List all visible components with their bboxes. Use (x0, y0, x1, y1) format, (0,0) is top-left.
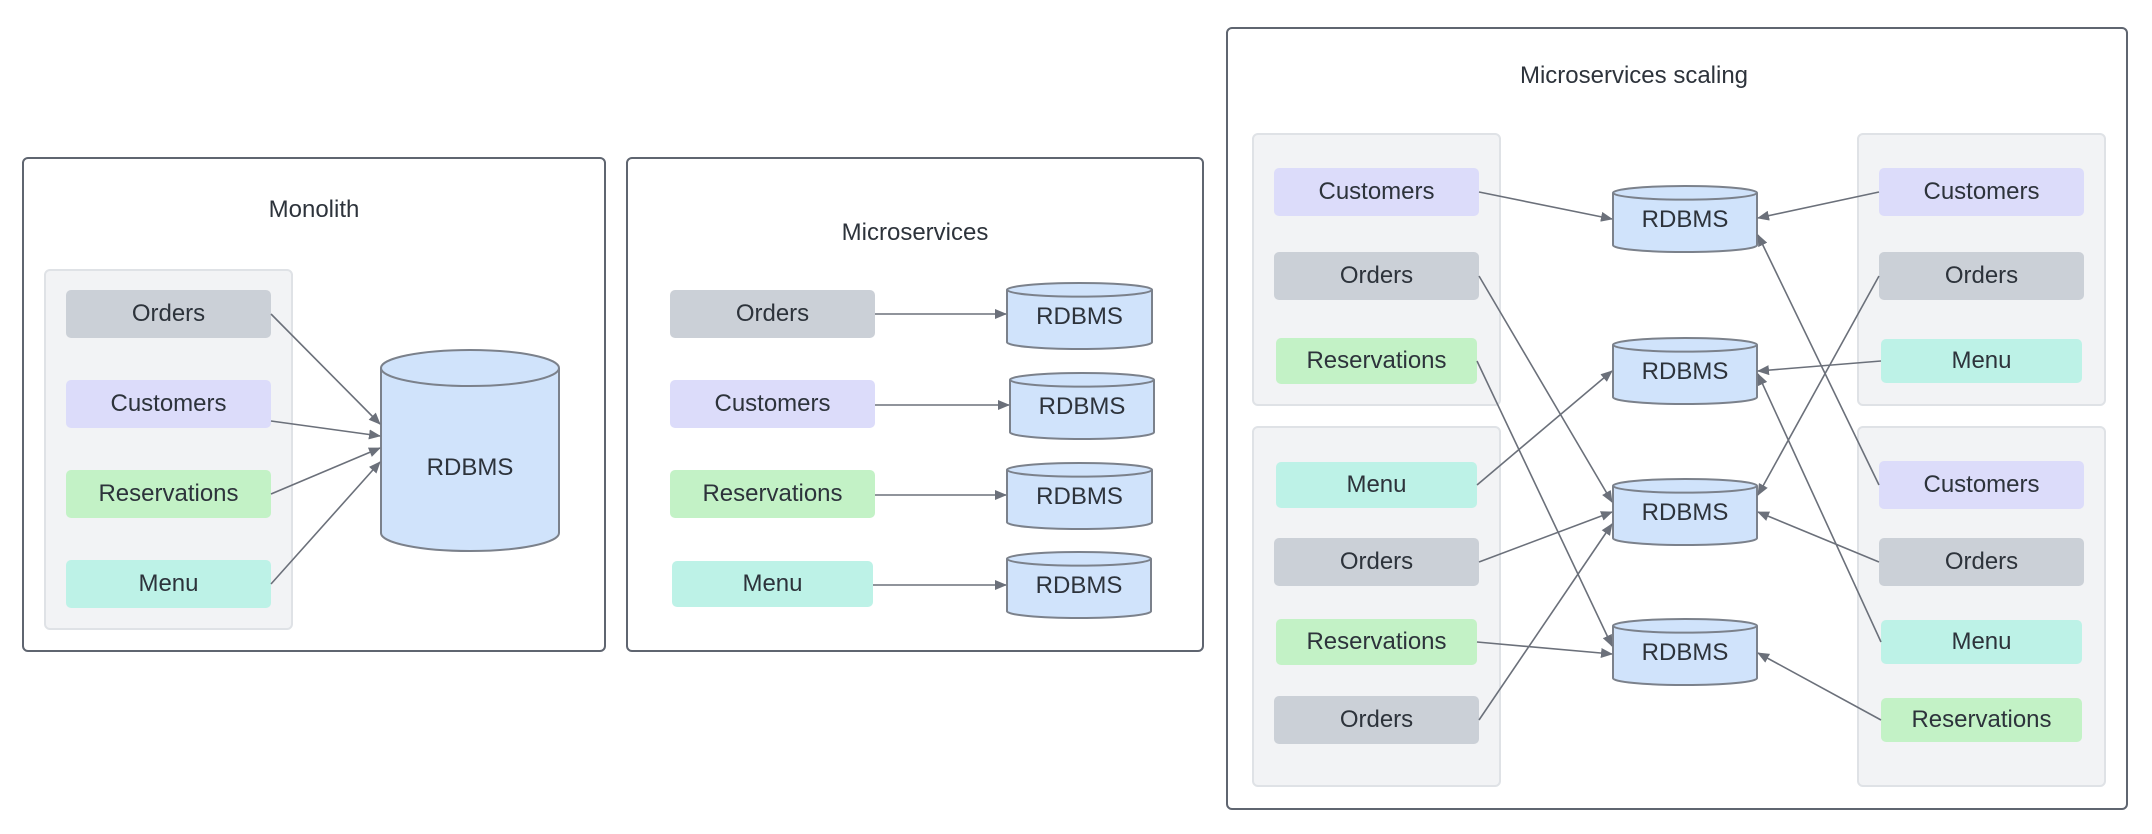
scaling-left-reservations-service-2: Reservations (1276, 619, 1477, 665)
scaling-right-menu-service: Menu (1881, 339, 2082, 383)
scaling-database-label: RDBMS (1641, 639, 1729, 666)
microservices-reservations-service: Reservations (670, 470, 875, 518)
microservices-customers-service: Customers (670, 380, 875, 428)
microservices-database-label: RDBMS (1035, 572, 1123, 599)
database-cylinder-shape (1009, 372, 1155, 440)
microservices-menu-service: Menu (672, 561, 873, 607)
scaling-right-orders-service: Orders (1879, 252, 2084, 300)
microservices-title: Microservices (841, 219, 989, 246)
monolith-database-label: RDBMS (426, 454, 514, 481)
scaling-database-label: RDBMS (1641, 358, 1729, 385)
scaling-database-4: RDBMS (1612, 618, 1758, 686)
microservices-orders-database: RDBMS (1006, 282, 1153, 350)
microservices-menu-database: RDBMS (1006, 551, 1152, 619)
monolith-reservations-service: Reservations (66, 470, 271, 518)
scaling-left-orders-service-2: Orders (1274, 538, 1479, 586)
database-cylinder-shape (380, 349, 560, 552)
scaling-right-customers-service: Customers (1879, 168, 2084, 216)
scaling-right-menu-service-2: Menu (1881, 620, 2082, 664)
scaling-database-3: RDBMS (1612, 478, 1758, 546)
scaling-database-label: RDBMS (1641, 499, 1729, 526)
database-cylinder-shape (1612, 185, 1758, 253)
monolith-menu-service: Menu (66, 560, 271, 608)
database-cylinder-shape (1612, 618, 1758, 686)
scaling-left-menu-service: Menu (1276, 462, 1477, 508)
database-cylinder-shape (1006, 551, 1152, 619)
database-cylinder-shape (1612, 478, 1758, 546)
scaling-title: Microservices scaling (1519, 62, 1749, 89)
microservices-customers-database: RDBMS (1009, 372, 1155, 440)
monolith-title: Monolith (268, 196, 360, 223)
scaling-right-customers-service-2: Customers (1879, 461, 2084, 509)
database-cylinder-shape (1006, 462, 1153, 530)
scaling-right-reservations-service: Reservations (1881, 698, 2082, 742)
scaling-database-label: RDBMS (1641, 206, 1729, 233)
microservices-reservations-database: RDBMS (1006, 462, 1153, 530)
scaling-left-reservations-service: Reservations (1276, 338, 1477, 384)
scaling-left-orders-service: Orders (1274, 252, 1479, 300)
database-cylinder-shape (1612, 337, 1758, 405)
scaling-database-2: RDBMS (1612, 337, 1758, 405)
microservices-database-label: RDBMS (1036, 303, 1123, 330)
monolith-database: RDBMS (380, 349, 560, 552)
scaling-left-customers-service: Customers (1274, 168, 1479, 216)
database-cylinder-shape (1006, 282, 1153, 350)
microservices-orders-service: Orders (670, 290, 875, 338)
scaling-left-orders-service-3: Orders (1274, 696, 1479, 744)
microservices-database-label: RDBMS (1038, 393, 1126, 420)
scaling-right-orders-service-2: Orders (1879, 538, 2084, 586)
monolith-orders-service: Orders (66, 290, 271, 338)
scaling-database-1: RDBMS (1612, 185, 1758, 253)
monolith-customers-service: Customers (66, 380, 271, 428)
microservices-database-label: RDBMS (1036, 483, 1123, 510)
